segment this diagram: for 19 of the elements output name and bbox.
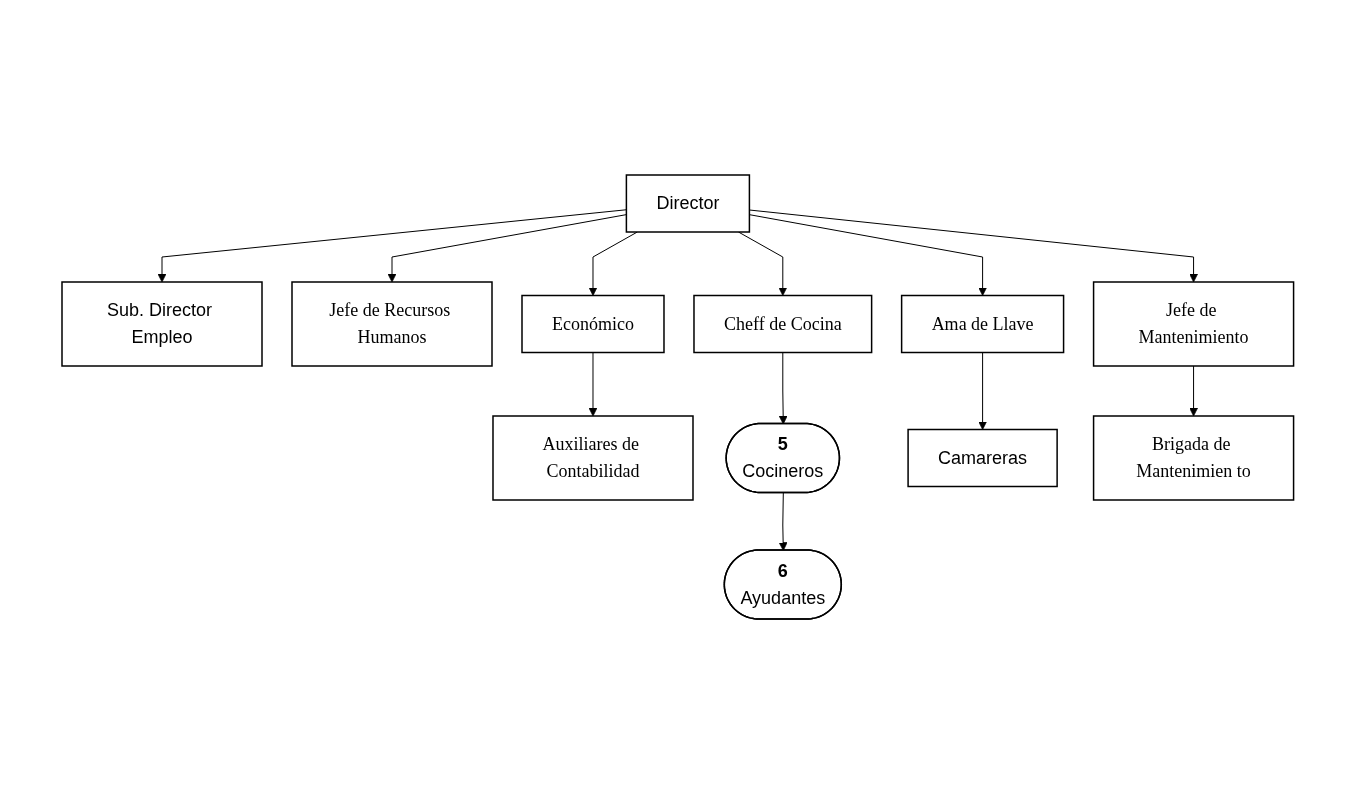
- node-box: Jefe de Recursos Humanos: [290, 280, 493, 367]
- arrow: [588, 351, 598, 416]
- node-box: Camareras: [907, 428, 1058, 487]
- node-box: Brigada de Mantenimien to: [1092, 414, 1295, 501]
- arrow: [588, 231, 638, 296]
- arrow: [778, 492, 788, 551]
- arrow: [977, 351, 987, 430]
- node-box: Director: [625, 173, 750, 233]
- arrow: [157, 208, 627, 282]
- arrow: [1188, 365, 1198, 416]
- node-box: Jefe de Mantenimiento: [1092, 280, 1295, 367]
- arrow: [778, 351, 788, 424]
- node-box: Sub. Director Empleo: [60, 280, 263, 367]
- arrow: [387, 213, 627, 282]
- node-box: Cheff de Cocina: [692, 294, 873, 353]
- node-box: Auxiliares de Contabilidad: [491, 414, 694, 501]
- arrow: [737, 231, 787, 296]
- node-box: Ama de Llave: [900, 294, 1065, 353]
- node-box: Económico: [520, 294, 665, 353]
